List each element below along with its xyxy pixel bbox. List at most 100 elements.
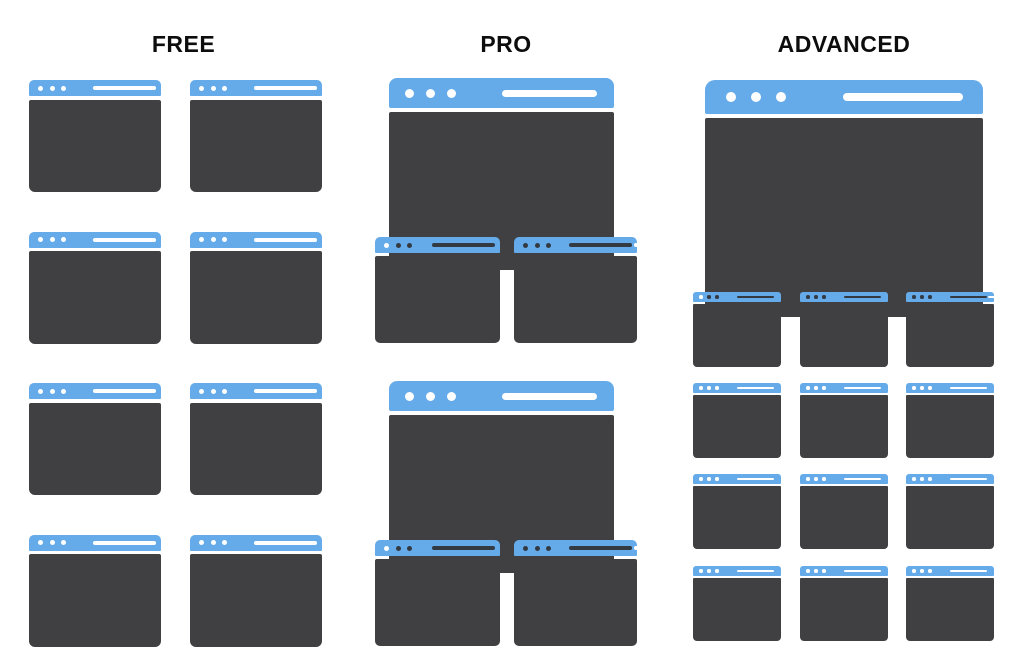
window-dot-icon bbox=[38, 388, 43, 394]
browser-window-small bbox=[514, 540, 648, 646]
window-titlebar bbox=[705, 80, 983, 114]
window-dot-icon bbox=[405, 88, 414, 98]
window-titlebar bbox=[29, 383, 161, 399]
window-title-line bbox=[737, 386, 774, 390]
window-titlebar bbox=[29, 231, 161, 248]
window-dot-icon bbox=[407, 242, 412, 248]
window-dot-icon bbox=[49, 540, 55, 545]
window-dot-icon bbox=[707, 477, 711, 481]
window-title-line bbox=[254, 237, 317, 242]
window-dot-icon bbox=[49, 237, 55, 242]
window-dot-icon bbox=[699, 569, 703, 573]
window-dot-icon bbox=[407, 545, 412, 551]
window-dot-icon bbox=[405, 391, 414, 401]
tier-heading-pro: PRO bbox=[480, 31, 532, 57]
window-titlebar bbox=[190, 383, 322, 399]
window-titlebar bbox=[29, 80, 161, 96]
window-dot-icon bbox=[920, 477, 924, 481]
browser-window-small bbox=[800, 383, 888, 458]
browser-window bbox=[29, 80, 161, 192]
window-dot-icon bbox=[447, 88, 456, 98]
browser-window bbox=[190, 80, 322, 192]
window-titlebar bbox=[800, 292, 888, 302]
window-content-area bbox=[693, 304, 781, 367]
window-titlebar bbox=[389, 78, 614, 108]
window-dot-icon bbox=[928, 295, 932, 299]
window-dot-icon bbox=[806, 569, 810, 573]
window-dot-icon bbox=[715, 295, 719, 299]
window-titlebar bbox=[29, 534, 161, 551]
window-title-line bbox=[502, 89, 597, 97]
window-title-line bbox=[569, 243, 648, 247]
window-titlebar bbox=[514, 237, 648, 253]
pro-window-cluster bbox=[375, 78, 648, 343]
window-title-line bbox=[254, 540, 317, 545]
window-titlebar bbox=[906, 383, 994, 393]
window-dot-icon bbox=[210, 388, 216, 394]
browser-window-small bbox=[906, 474, 994, 549]
browser-window-large bbox=[705, 80, 983, 317]
window-title-line bbox=[844, 386, 881, 390]
window-title-line bbox=[93, 86, 156, 90]
window-dot-icon bbox=[426, 391, 435, 401]
window-dot-icon bbox=[928, 569, 932, 573]
window-dot-icon bbox=[928, 477, 932, 481]
window-dot-icon bbox=[447, 391, 456, 401]
window-dot-icon bbox=[210, 540, 216, 545]
window-dot-icon bbox=[38, 237, 43, 242]
window-title-line bbox=[432, 243, 495, 247]
window-dot-icon bbox=[199, 388, 204, 394]
window-dot-icon bbox=[384, 545, 389, 551]
window-dot-icon bbox=[210, 85, 216, 91]
window-dot-icon bbox=[426, 88, 435, 98]
window-dot-icon bbox=[920, 569, 924, 573]
window-dot-icon bbox=[822, 477, 826, 481]
window-dot-icon bbox=[814, 295, 818, 299]
window-content-area bbox=[514, 256, 637, 343]
window-title-line bbox=[737, 569, 774, 573]
window-dot-icon bbox=[534, 242, 540, 248]
window-titlebar bbox=[514, 540, 648, 556]
window-dot-icon bbox=[49, 85, 55, 91]
window-titlebar bbox=[693, 292, 781, 302]
window-content-area bbox=[906, 304, 994, 367]
window-dot-icon bbox=[912, 477, 916, 481]
window-titlebar bbox=[375, 540, 500, 556]
browser-window bbox=[190, 534, 322, 647]
browser-window bbox=[29, 534, 161, 647]
window-content-area bbox=[29, 554, 161, 647]
browser-window-small bbox=[375, 237, 500, 343]
window-dot-icon bbox=[534, 545, 540, 551]
window-title-line bbox=[844, 477, 881, 481]
window-content-area bbox=[190, 402, 322, 495]
window-dot-icon bbox=[199, 540, 204, 545]
browser-window-small bbox=[800, 566, 888, 641]
window-dot-icon bbox=[806, 386, 810, 390]
pro-window-cluster bbox=[375, 381, 648, 646]
window-dot-icon bbox=[822, 386, 826, 390]
tier-heading-free: FREE bbox=[151, 31, 216, 57]
window-dot-icon bbox=[751, 92, 761, 102]
window-titlebar bbox=[906, 292, 997, 302]
window-titlebar bbox=[389, 381, 614, 411]
window-titlebar bbox=[800, 383, 888, 393]
window-titlebar bbox=[375, 237, 500, 253]
window-title-line bbox=[93, 540, 156, 545]
window-dot-icon bbox=[222, 388, 227, 394]
window-dot-icon bbox=[715, 477, 719, 481]
window-dot-icon bbox=[912, 386, 916, 390]
window-content-area bbox=[29, 99, 161, 192]
window-dot-icon bbox=[61, 85, 66, 91]
window-dot-icon bbox=[806, 295, 810, 299]
window-title-line bbox=[737, 477, 774, 481]
window-dot-icon bbox=[523, 242, 528, 248]
window-content-area bbox=[906, 578, 994, 641]
window-content-area bbox=[190, 99, 322, 192]
window-dot-icon bbox=[699, 386, 703, 390]
window-dot-icon bbox=[707, 386, 711, 390]
window-title-line bbox=[950, 477, 987, 481]
window-dot-icon bbox=[806, 477, 810, 481]
window-title-line bbox=[93, 389, 156, 393]
window-dot-icon bbox=[699, 477, 703, 481]
